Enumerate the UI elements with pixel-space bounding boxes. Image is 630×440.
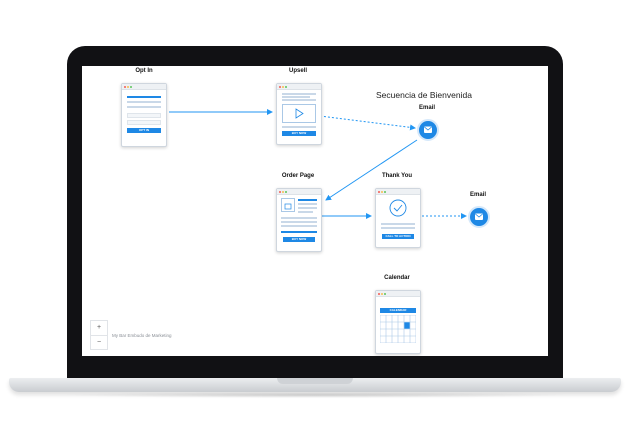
node-label-optin: Opt In <box>135 68 153 74</box>
window-bar <box>277 189 321 195</box>
laptop-base <box>9 378 621 392</box>
funnel-canvas[interactable]: Secuencia de Bienvenida Opt In OPT IN Up… <box>82 66 548 356</box>
calendar-grid <box>380 315 416 343</box>
upsell-button: BUY NOW <box>282 131 316 136</box>
node-label-thankyou: Thank You <box>381 173 413 179</box>
connectors <box>169 109 467 219</box>
window-bar <box>376 189 420 195</box>
node-label-email-1: Email <box>418 105 435 111</box>
node-label-upsell: Upsell <box>288 68 307 74</box>
thankyou-button: CALL TO ACTION <box>382 234 414 239</box>
node-order-page[interactable]: BUY NOW <box>276 188 322 252</box>
order-button: BUY NOW <box>283 237 315 242</box>
connector-upsell-email <box>319 115 416 131</box>
envelope-icon <box>424 126 432 133</box>
node-label-calendar: Calendar <box>384 275 410 281</box>
window-bar <box>376 291 420 297</box>
optin-button: OPT IN <box>127 128 161 133</box>
window-bar <box>277 84 321 90</box>
bag-icon <box>284 203 292 210</box>
funnel-name: My Bar Embudo de Marketing <box>112 333 172 338</box>
laptop-shadow <box>60 392 570 398</box>
node-email-2[interactable] <box>468 206 490 228</box>
zoom-in-button[interactable]: + <box>91 321 107 336</box>
node-calendar[interactable]: CALENDAR <box>375 290 421 354</box>
sequence-title: Secuencia de Bienvenida <box>376 90 472 100</box>
window-bar <box>122 84 166 90</box>
envelope-icon <box>475 213 483 220</box>
node-label-order: Order Page <box>281 173 315 179</box>
node-optin[interactable]: OPT IN <box>121 83 167 147</box>
product-image <box>281 198 295 212</box>
video-placeholder <box>282 104 316 123</box>
node-email-1[interactable] <box>417 119 439 141</box>
zoom-out-button[interactable]: − <box>96 339 102 346</box>
node-label-email-2: Email <box>469 192 486 198</box>
connector-email-order <box>325 139 418 201</box>
calendar-header: CALENDAR <box>380 308 416 313</box>
node-thank-you[interactable]: CALL TO ACTION <box>375 188 421 248</box>
zoom-controls: + − <box>90 320 108 350</box>
laptop-notch <box>277 378 353 384</box>
checkmark-icon <box>389 199 407 217</box>
node-upsell[interactable]: BUY NOW <box>276 83 322 145</box>
play-icon <box>295 108 304 119</box>
